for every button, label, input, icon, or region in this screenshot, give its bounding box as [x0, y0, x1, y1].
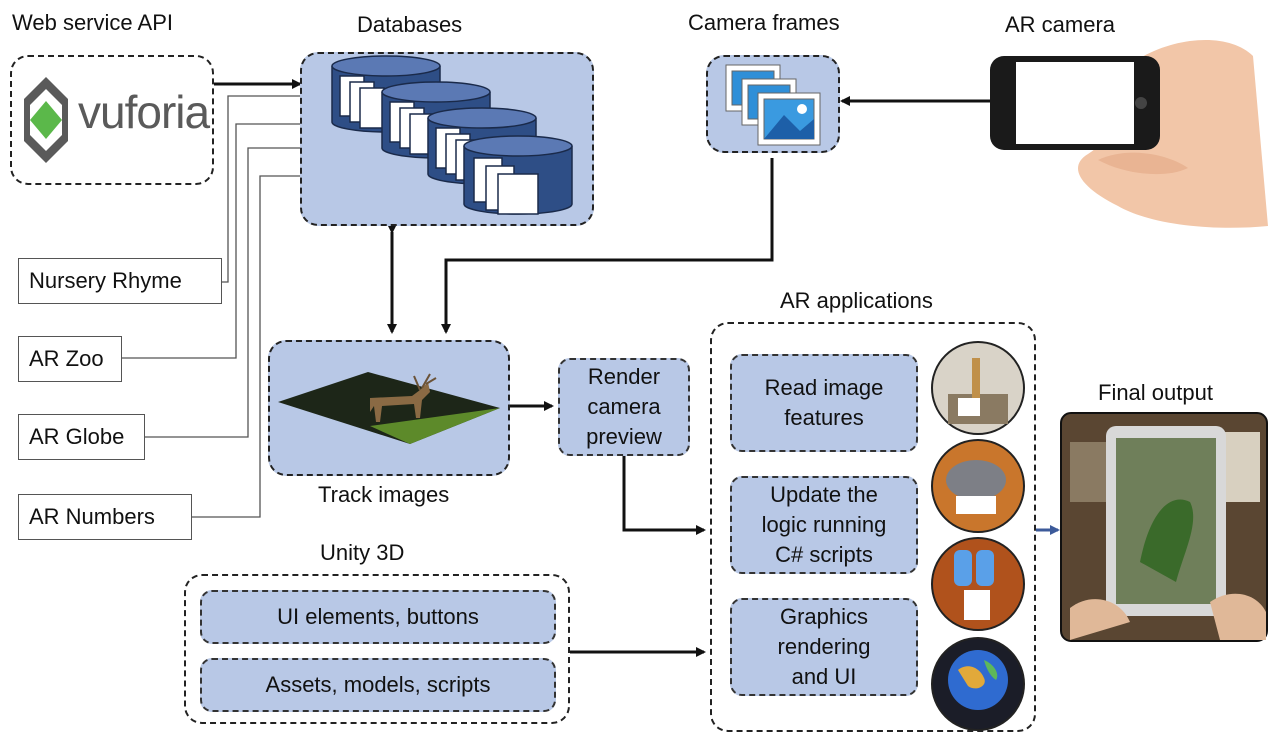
track-images-box — [268, 340, 510, 476]
ar-step-2-line-3: C# scripts — [775, 542, 873, 567]
ar-step-2-line-2: logic running — [761, 512, 887, 537]
track-images-label: Track images — [318, 482, 450, 507]
render-camera-preview-box: Render camera preview — [558, 358, 690, 456]
camera-frames-box — [706, 55, 840, 153]
hippo-ar-photo — [931, 439, 1025, 533]
graphics-rendering-box: Graphics rendering and UI — [730, 598, 918, 696]
project-nursery-rhyme: Nursery Rhyme — [18, 258, 222, 304]
image-frames-icon — [725, 64, 821, 146]
project-ar-globe: AR Globe — [18, 414, 145, 460]
ui-elements-box: UI elements, buttons — [200, 590, 556, 644]
deer-image-icon — [278, 372, 500, 444]
final-output-photo — [1060, 412, 1268, 642]
ar-step-2-line-1: Update the — [770, 482, 878, 507]
db-cylinder-4 — [463, 135, 573, 215]
final-output-label: Final output — [1098, 380, 1213, 405]
camera-frames-label: Camera frames — [688, 10, 840, 35]
update-logic-box: Update the logic running C# scripts — [730, 476, 918, 574]
numbers-ar-photo — [931, 537, 1025, 631]
unity-3d-label: Unity 3D — [320, 540, 405, 565]
vuforia-logo-icon — [24, 77, 68, 163]
web-service-api-label: Web service API — [12, 10, 173, 35]
giraffe-ar-photo — [931, 341, 1025, 435]
read-image-features-box: Read image features — [730, 354, 918, 452]
render-to-ar-arrow — [622, 456, 706, 535]
unity-3d-box — [184, 574, 570, 724]
ar-step-3-line-1: Graphics — [779, 604, 869, 629]
ar-step-3-line-3: and UI — [791, 664, 857, 689]
vuforia-box: vuforia — [10, 55, 214, 185]
ar-camera-label: AR camera — [1005, 12, 1116, 37]
ar-step-1-line-2: features — [784, 405, 864, 430]
databases-label: Databases — [357, 12, 463, 37]
project-ar-numbers: AR Numbers — [18, 494, 192, 540]
vuforia-logo-text: vuforia — [78, 86, 210, 138]
ar-applications-box — [710, 322, 1036, 732]
phone-in-hand-icon — [990, 39, 1268, 228]
ar-step-1-line-1: Read image — [764, 375, 884, 400]
ar-step-3-line-2: rendering — [777, 634, 871, 659]
render-line-1: Render — [587, 364, 661, 389]
project-ar-zoo: AR Zoo — [18, 336, 122, 382]
database-cylinders-icon — [331, 55, 573, 215]
databases-box — [300, 52, 594, 226]
assets-models-box: Assets, models, scripts — [200, 658, 556, 712]
ar-applications-label: AR applications — [780, 288, 933, 313]
render-line-3: preview — [586, 424, 662, 449]
globe-ar-photo — [931, 637, 1025, 731]
frames-to-track-arrow — [441, 158, 774, 334]
render-line-2: camera — [587, 394, 661, 419]
